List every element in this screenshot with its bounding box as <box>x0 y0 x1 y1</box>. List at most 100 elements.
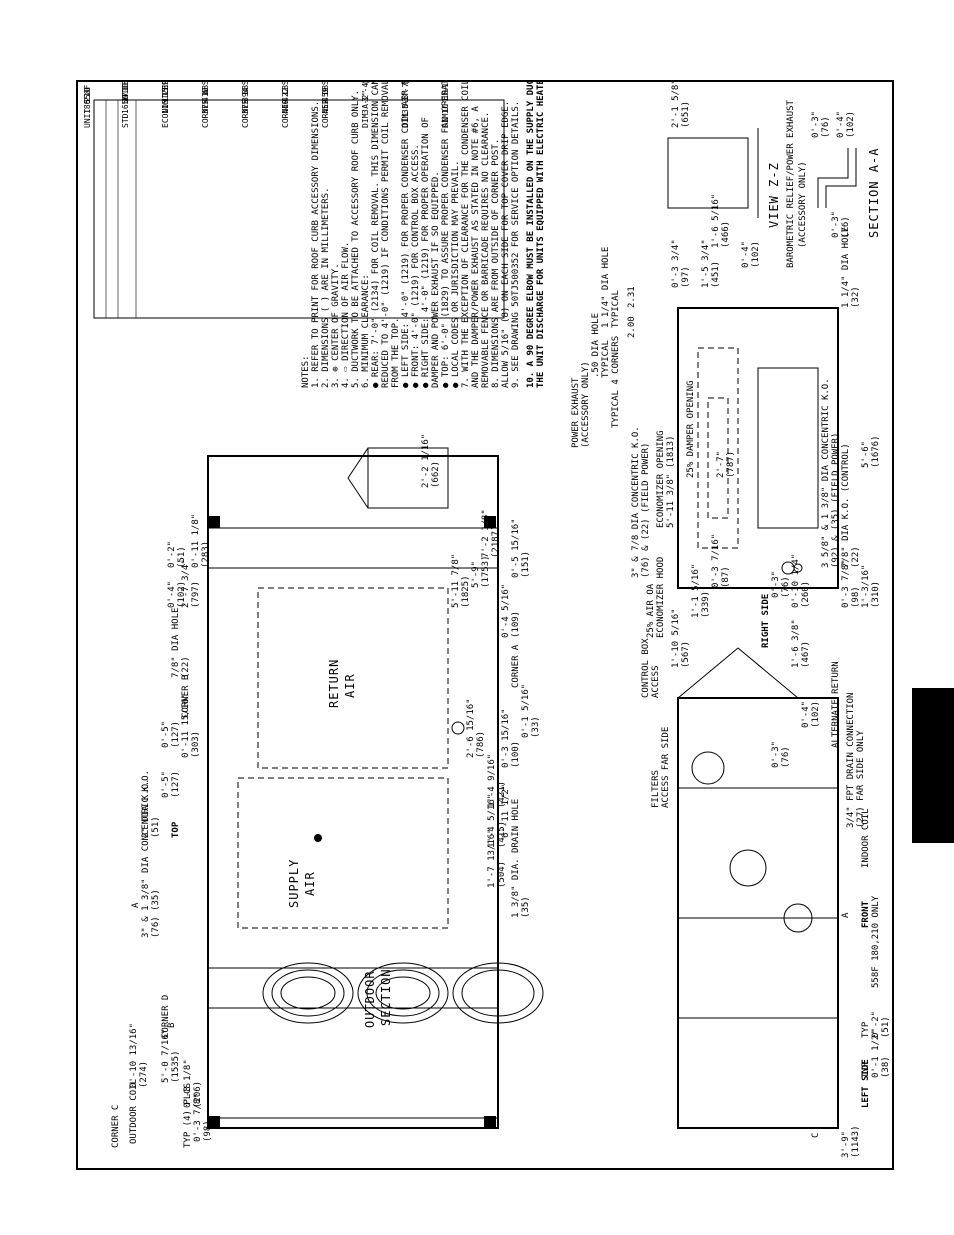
ko-circle <box>793 563 803 573</box>
note-6: 6. MINIMUM CLEARANCE: <box>361 274 371 388</box>
d5-1516: 0'-5 15/16" <box>511 518 521 578</box>
dia-hole-label: 7/8" DIA HOLE <box>171 608 181 678</box>
supply-air-label-1: SUPPLY <box>287 859 301 908</box>
table-cell: 3'-3" (992) <box>401 82 410 114</box>
hole-114-mm: (32) <box>851 286 861 308</box>
d3-9: 3'-9" <box>841 1131 851 1158</box>
outdoor-section-label-2: SECTION <box>379 968 393 1026</box>
damper-opening <box>707 397 729 519</box>
d2-7: 2'-7" <box>716 451 726 478</box>
typ-a: TYP <box>861 1061 871 1078</box>
d3-1516: 0'-3 15/16" <box>501 708 511 768</box>
d0-1178: 0'-11 1/8" <box>191 514 201 568</box>
view-z-d2-mm: (651) <box>681 101 691 128</box>
conc-ko-mm: (76) (35) <box>151 889 161 938</box>
d5b-mm: (127) <box>171 771 181 798</box>
note-8a: ALLOW 5/16" (8) ON EACH SIDE FOR TOP COV… <box>501 101 511 388</box>
conc-ko-label: 3" & 7/8 DIA CONCENTRIC K.O. <box>631 426 641 578</box>
d0-334: 0'-3 3/4" <box>671 239 681 288</box>
d0-2: 0'-2" <box>871 1011 881 1038</box>
fpt-drain-label-2: (27) FAR SIDE ONLY <box>856 730 866 828</box>
section-tab <box>912 688 954 843</box>
top-view-right-panel <box>207 527 499 569</box>
d5b: 0'-5" <box>161 771 171 798</box>
notes-title: NOTES: <box>301 355 311 388</box>
note-8: 8. DIMENSIONS ARE FROM OUTSIDE OF CORNER… <box>491 139 501 388</box>
d7-1316-mm: (504) <box>497 861 507 888</box>
d0-2-mm: (51) <box>881 1016 891 1038</box>
view-z-d0: 0'-4" <box>741 241 751 268</box>
section-d04-mm: (102) <box>846 111 856 138</box>
knockout-icon <box>451 721 465 735</box>
view-z-d0-mm: (102) <box>751 241 761 268</box>
d10-1316-mm: (274) <box>139 1061 149 1088</box>
table-cell: 1650 LBS 748 KG <box>121 82 130 114</box>
note-6a: ● REAR: 7'-0" (2134) FOR COIL REMOVAL. T… <box>371 82 381 388</box>
table-cell: 1'-10" (559) <box>441 82 450 102</box>
d3-58-label: 3 5/8" & 1 3/8" DIA CONCENTRIC K.O. <box>821 378 831 568</box>
note-6d: ● LEFT SIDE: 4'-0" (1219) FOR PROPER CON… <box>401 82 411 388</box>
d2-2116: 2'-2 1/16" <box>421 434 431 488</box>
dim-c-label: C <box>811 1133 821 1138</box>
right-view: 3" & 7/8 DIA CONCENTRIC K.O. (76) & (22)… <box>631 227 881 608</box>
conc-ko-label: 3" & 1 3/8" DIA CONCENTRIC K.O. <box>141 770 151 938</box>
d4-916-mm: (421) <box>497 781 507 808</box>
note-6b: REDUCED TO 4'-0" (1219) IF CONDITIONS PE… <box>381 82 391 388</box>
d7-34-mm: (797) <box>191 581 201 608</box>
corner-d-label: CORNER D <box>161 995 171 1038</box>
view-z: VIEW Z-Z BAROMETRIC RELIEF/POWER EXHAUST… <box>667 82 808 268</box>
d4-516-mm: (415) <box>497 821 507 848</box>
d1115: 0'-11 15/16" <box>181 693 191 758</box>
d4-916: 1'-4 9/16" <box>487 754 497 808</box>
ko-circle <box>729 849 767 887</box>
alt-return-label: ALTERNATE RETURN <box>831 661 841 748</box>
typ-corners-label: TYPICAL 4 CORNERS <box>611 336 621 428</box>
d3-9-mm: (1143) <box>851 1125 861 1158</box>
rotated-sheet: SUPPLY AIR RETURN AIR OUTDOOR SECTION CO… <box>78 82 892 1168</box>
note-5: 5. DUCTWORK TO BE ATTACHED TO ACCESSORY … <box>351 90 361 388</box>
d3-1316-mm: (76) <box>781 746 791 768</box>
filters-label-2: ACCESS FAR SIDE <box>661 727 671 808</box>
note-3: 3. ⊕ CENTER OF GRAVITY. <box>331 263 341 388</box>
table-cell: 3'-4" (1016) <box>361 82 370 102</box>
power-exhaust-label-2: (ACCESSORY ONLY) <box>581 361 591 448</box>
note-6f: ● RIGHT SIDE: 4'-0" (1219) FOR PROPER OP… <box>421 117 431 388</box>
table-cell: 440 LBS 200 KG <box>281 82 290 114</box>
outdoor-section-label-1: OUTDOOR <box>363 970 377 1028</box>
d10-14-mm: (260) <box>801 581 811 608</box>
table-cell: 210 <box>83 87 92 102</box>
corner-block <box>484 1116 496 1128</box>
d1-1016-mm: (567) <box>681 641 691 668</box>
table-header-dima: DIM A <box>361 104 370 128</box>
d3-716-mm: (87) <box>721 566 731 588</box>
econ-hood-label-1: 25% AIR OA <box>646 583 656 638</box>
table-header-std: STD. UNIT WEIGHT <box>121 82 130 128</box>
table-header-b: CORNER B <box>241 89 250 128</box>
d8-18-mm: (206) <box>193 1081 203 1108</box>
typ4-label: TYP (4) PLCS <box>183 1083 193 1148</box>
table-header-a: CORNER A <box>201 89 210 128</box>
d5-mm: (127) <box>171 721 181 748</box>
table-cell: 3'-2" (965) <box>361 82 370 114</box>
d3-78: 0'-3 7/8" <box>193 1093 203 1142</box>
return-air-outline <box>257 587 449 769</box>
d0-1178-mm: (283) <box>201 541 211 568</box>
d7-34: 2'-7 3/4" <box>181 559 191 608</box>
notes-block: NOTES: 1. REFER TO PRINT FOR ROOF CURB A… <box>301 82 546 388</box>
outdoor-coil-label: OUTDOOR COIL <box>129 1079 139 1144</box>
top-view-end-panel <box>207 967 499 1009</box>
d6-11: 6'-11 1/2" <box>501 784 511 838</box>
top-label: TOP <box>171 821 181 838</box>
d1-534-mm: (451) <box>711 261 721 288</box>
d4-516b: 0'-4 5/16" <box>501 584 511 638</box>
power-exhaust-label-1: POWER EXHAUST <box>571 377 581 448</box>
d1115-mm: (303) <box>191 731 201 758</box>
table-cell: 452 LBS 205 KG <box>321 82 330 114</box>
view-z-sub1: BAROMETRIC RELIEF/POWER EXHAUST <box>786 99 796 268</box>
dim-b-label: B <box>167 1023 177 1028</box>
exhaust-box <box>667 137 749 209</box>
drain-hole-mm: (35) <box>521 896 531 918</box>
d0-2: 0'-2" <box>167 541 177 568</box>
d3-58-mm: (92) & (35) (FIELD POWER) <box>831 433 841 568</box>
d7-218: 7'-2 1/8" <box>481 509 491 558</box>
